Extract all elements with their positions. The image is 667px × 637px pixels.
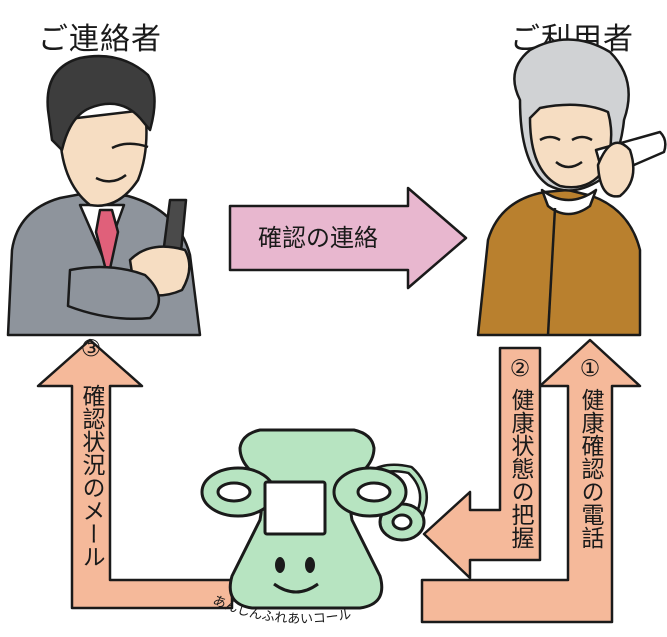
confirmation-contact-arrow	[228, 186, 468, 290]
step1-arrow	[420, 338, 642, 624]
user-illustration	[476, 38, 667, 337]
step3-marker: ③	[81, 336, 102, 362]
confirmation-contact-label: 確認の連絡	[258, 224, 378, 252]
contact-person-illustration	[6, 54, 202, 337]
telephone-mascot-icon	[200, 428, 428, 610]
step2-marker: ②	[510, 356, 531, 382]
step1-marker: ①	[580, 356, 601, 382]
contact-person-label: ご連絡者	[38, 22, 162, 57]
step2-label: 健康状態の把握	[507, 388, 535, 549]
step3-label: 確認状況のメール	[78, 384, 106, 568]
step1-label: 健康確認の電話	[577, 388, 605, 549]
step3-arrow	[36, 338, 234, 610]
step2-arrow	[422, 346, 542, 580]
